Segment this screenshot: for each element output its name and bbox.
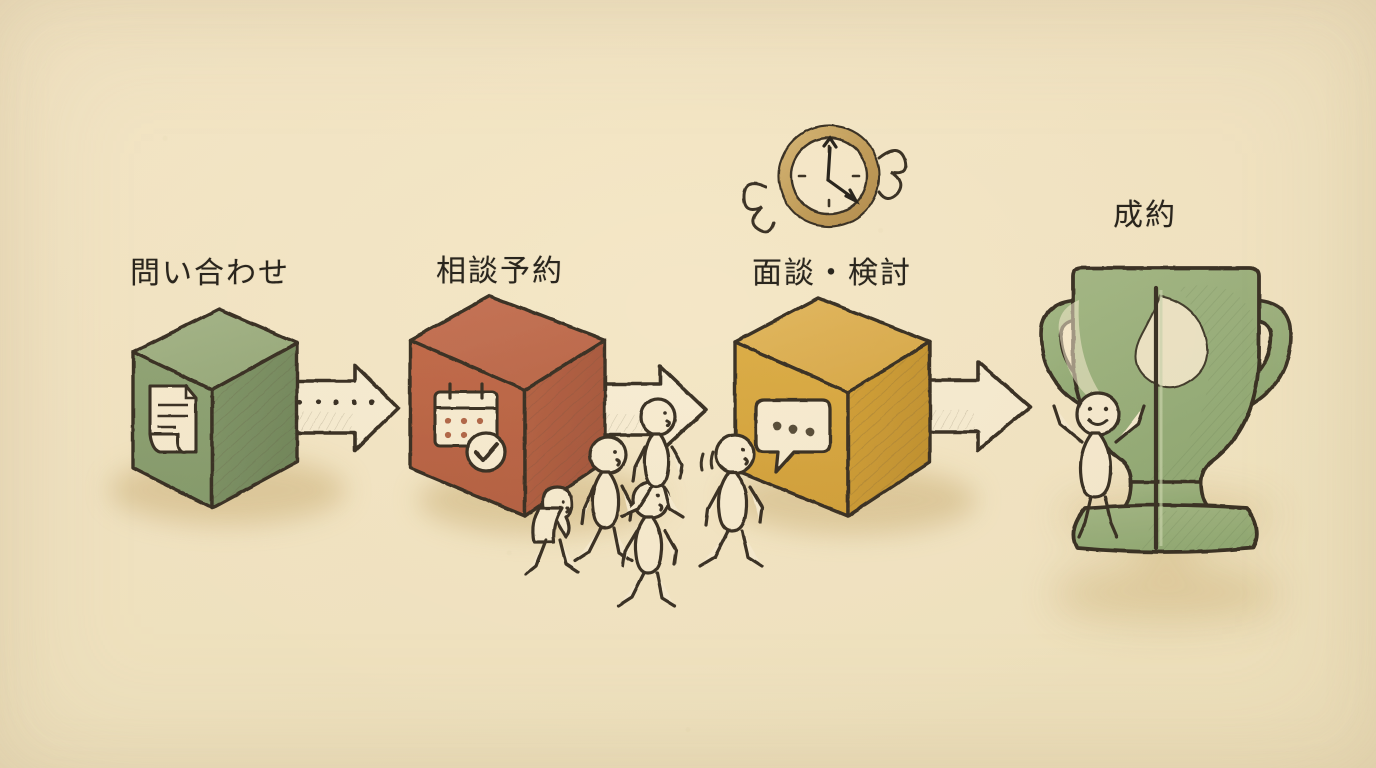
- shadow-cube-2: [418, 466, 662, 534]
- document-scroll-icon: [148, 384, 198, 454]
- clock-ticks: [797, 144, 861, 208]
- trophy-shading: [1138, 285, 1259, 551]
- ground-shadows: [110, 456, 1278, 622]
- speech-bubble-icon: [754, 398, 832, 474]
- step-3-label: 面談・検討: [752, 256, 912, 291]
- arrow-3: [882, 360, 1032, 452]
- person-5-walking: [698, 433, 764, 568]
- cube-1-front: [131, 350, 214, 510]
- person-3-walking: [616, 480, 678, 608]
- person-2-walking: [573, 435, 634, 563]
- person-1-walking: [524, 485, 580, 576]
- cube-3-front: [733, 340, 850, 518]
- cube-2-front: [408, 338, 527, 518]
- shadow-cube-1: [110, 456, 346, 524]
- cube-1-side: [210, 341, 299, 510]
- cube-3-side: [846, 340, 932, 518]
- step-4-label: 成約: [1113, 198, 1177, 233]
- arrow-1: [260, 363, 400, 452]
- cube-1-top: [131, 307, 299, 392]
- shadow-cube-3: [728, 466, 976, 534]
- clock-hands: [822, 135, 860, 205]
- squiggle-icon: [742, 149, 908, 234]
- motion-lines-icon: [699, 450, 715, 472]
- step-2-label: 相談予約: [436, 254, 564, 289]
- trophy-highlight: [1058, 300, 1115, 412]
- cube-step-3[interactable]: [733, 296, 932, 518]
- step-1-label: 問い合わせ: [130, 256, 290, 291]
- trophy-icon[interactable]: [1039, 266, 1293, 554]
- person-6-cheering: [1052, 391, 1146, 539]
- cube-step-2[interactable]: [408, 294, 607, 518]
- shadow-trophy: [1054, 494, 1278, 622]
- people-group: [524, 397, 764, 608]
- cube-2-side: [523, 338, 607, 518]
- person-4-walking: [620, 397, 685, 519]
- cube-2-top: [408, 294, 607, 392]
- clock-icon: [742, 124, 908, 234]
- arrow-1-dots: [273, 399, 375, 407]
- cube-3-top: [733, 296, 932, 394]
- cube-step-1[interactable]: [131, 307, 299, 510]
- arrow-2: [564, 364, 708, 454]
- calendar-check-icon: [433, 382, 507, 473]
